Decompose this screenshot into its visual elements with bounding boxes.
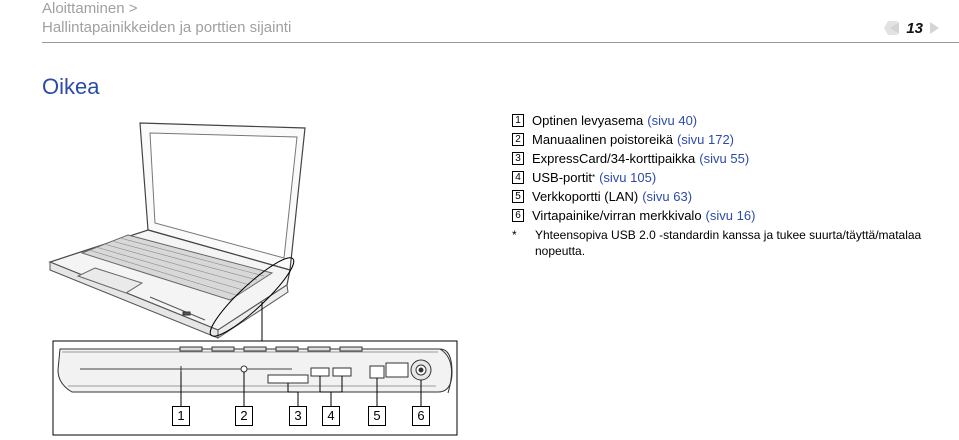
callout-marker: 6 xyxy=(412,406,430,426)
page-link[interactable]: (sivu 63) xyxy=(642,189,693,204)
legend-marker: 1 xyxy=(512,114,524,127)
breadcrumb[interactable]: Aloittaminen > xyxy=(42,0,138,17)
eject-hole xyxy=(240,365,248,373)
footnote: * Yhteensopiva USB 2.0 -standardin kanss… xyxy=(512,227,935,259)
callout-marker: 5 xyxy=(368,406,386,426)
page-link[interactable]: (sivu 40) xyxy=(647,113,698,128)
legend-marker: 6 xyxy=(512,209,524,222)
legend-text: Optinen levyasema xyxy=(532,113,644,128)
legend-item: 6 Virtapainike/virran merkkivalo (sivu 1… xyxy=(512,206,935,225)
legend-marker: 2 xyxy=(512,133,524,146)
highlight-ellipse xyxy=(209,257,295,337)
section-title: Oikea xyxy=(42,74,100,99)
page-number: 13 xyxy=(906,19,923,37)
legend-item: 2 Manuaalinen poistoreikä (sivu 172) xyxy=(512,130,935,149)
legend-marker: 5 xyxy=(512,190,524,203)
footnote-marker: * xyxy=(512,228,517,242)
page-link[interactable]: (sivu 172) xyxy=(676,132,735,147)
legend-text: Virtapainike/virran merkkivalo xyxy=(532,208,702,223)
next-page-icon[interactable] xyxy=(929,21,945,35)
legend-text: USB-portit xyxy=(532,170,592,185)
page-navigation: 13 xyxy=(884,19,945,37)
previous-page-icon[interactable] xyxy=(884,21,901,35)
legend-marker: 3 xyxy=(512,152,524,165)
callout-marker: 4 xyxy=(322,406,340,426)
legend-text: Manuaalinen poistoreikä xyxy=(532,132,673,147)
legend-item: 3 ExpressCard/34-korttipaikka (sivu 55) xyxy=(512,149,935,168)
legend-item: 5 Verkkoportti (LAN) (sivu 63) xyxy=(512,187,935,206)
header-divider xyxy=(42,42,959,43)
callout-marker: 1 xyxy=(172,406,190,426)
legend-text: ExpressCard/34-korttipaikka xyxy=(532,151,696,166)
laptop-side-view xyxy=(57,346,453,394)
legend-marker: 4 xyxy=(512,171,524,184)
footnote-text: Yhteensopiva USB 2.0 -standardin kanssa … xyxy=(535,228,922,258)
page-link[interactable]: (sivu 55) xyxy=(699,151,750,166)
callout-marker: 2 xyxy=(235,406,253,426)
legend-text: Verkkoportti (LAN) xyxy=(532,189,639,204)
laptop-perspective-view xyxy=(48,122,306,339)
legend-item: 4 USB-portit* (sivu 105) xyxy=(512,168,935,187)
page-subtitle: Hallintapainikkeiden ja porttien sijaint… xyxy=(42,19,292,36)
callout-marker: 3 xyxy=(289,406,307,426)
page-link[interactable]: (sivu 105) xyxy=(599,170,657,185)
legend-item: 1 Optinen levyasema (sivu 40) xyxy=(512,111,935,130)
page-link[interactable]: (sivu 16) xyxy=(705,208,756,223)
component-legend: 1 Optinen levyasema (sivu 40) 2 Manuaali… xyxy=(512,111,935,259)
detail-frame xyxy=(52,340,458,436)
